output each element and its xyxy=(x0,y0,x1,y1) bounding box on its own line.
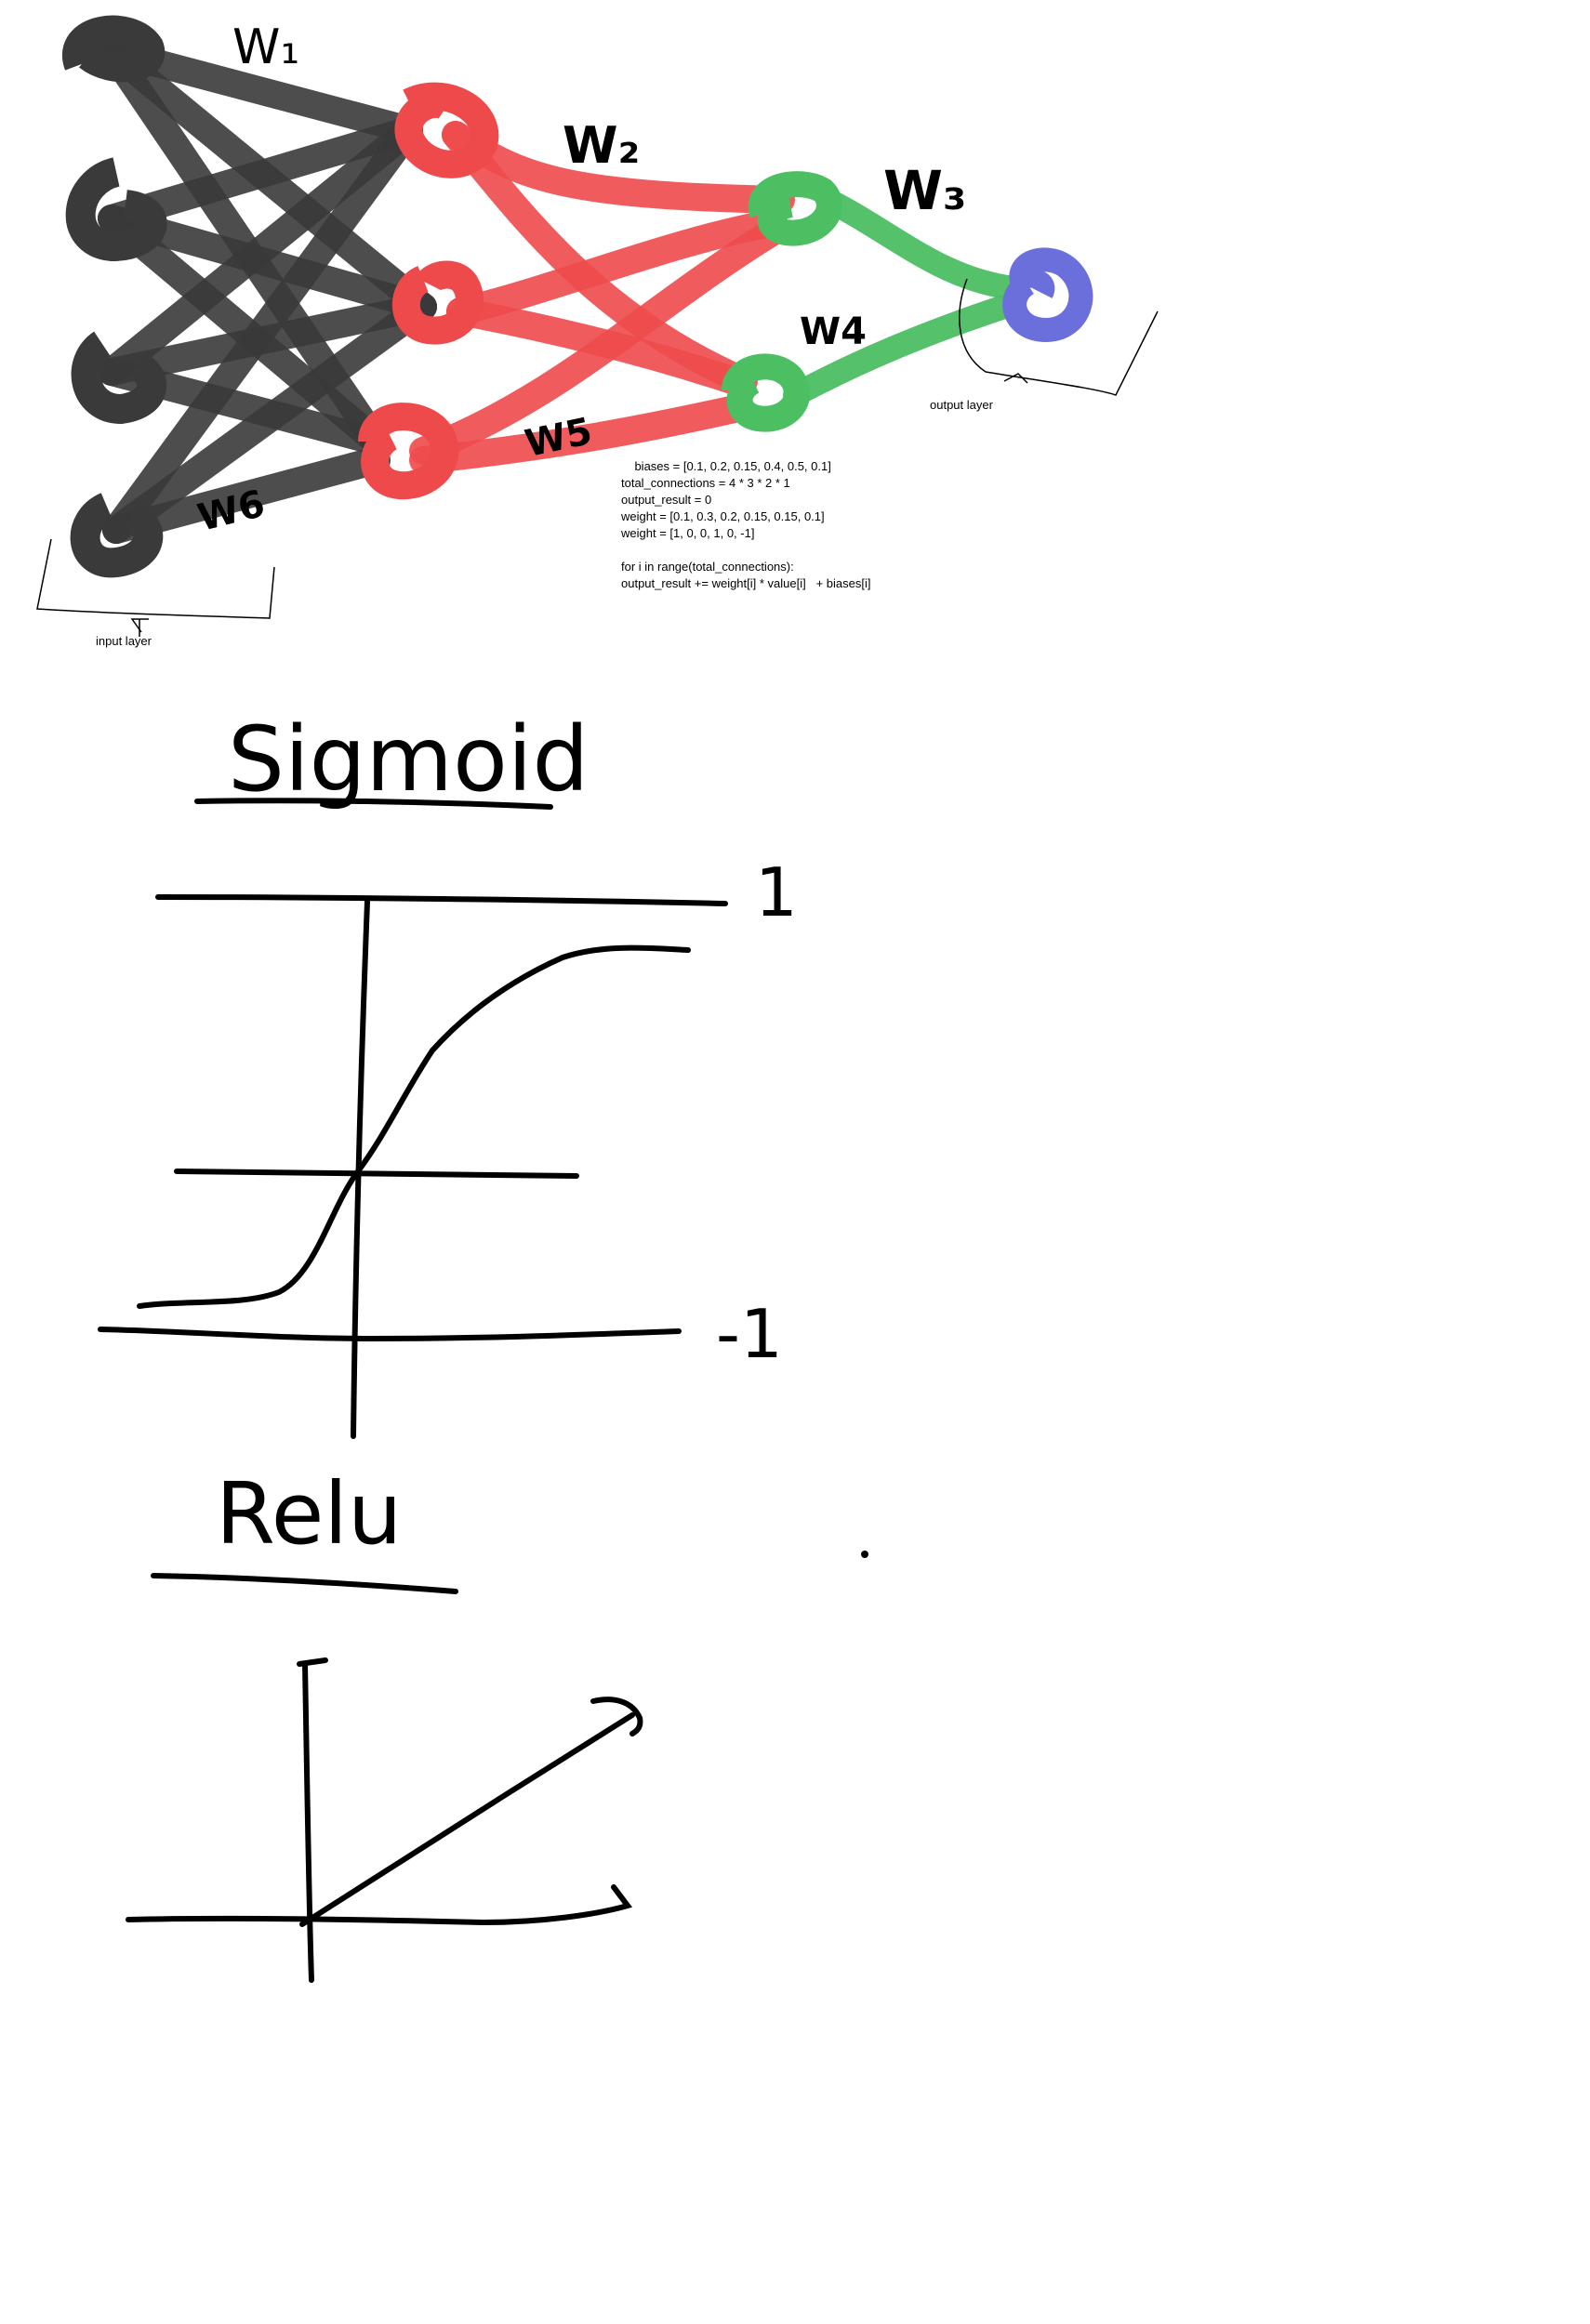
output-layer-bracket xyxy=(959,278,1159,396)
weight-label-w3: W₃ xyxy=(883,159,966,222)
stray-dot xyxy=(861,1551,868,1558)
sigmoid-section: Sigmoid 1 -1 xyxy=(98,707,798,1439)
output-layer-label: output layer xyxy=(930,398,994,412)
hidden2-to-output-connections xyxy=(783,188,1026,407)
relu-title-underline xyxy=(151,1573,458,1594)
sigmoid-upper-label: 1 xyxy=(755,853,798,931)
input-layer-label: input layer xyxy=(96,634,152,648)
relu-section: Relu xyxy=(126,1464,868,1983)
sigmoid-lower-label: -1 xyxy=(716,1295,783,1373)
sigmoid-title-underline xyxy=(194,798,553,810)
relu-line xyxy=(299,1712,635,1927)
relu-arrow-head xyxy=(590,1697,643,1736)
weight-label-w5: W5 xyxy=(522,410,596,466)
input-layer-nodes xyxy=(62,15,167,578)
input-layer-bracket xyxy=(36,538,275,637)
weight-label-w1: W₁ xyxy=(232,20,299,75)
relu-title: Relu xyxy=(216,1464,402,1564)
input-to-hidden1-connections xyxy=(98,37,437,544)
hidden2-node-1 xyxy=(748,171,843,246)
hidden-layer-2-nodes xyxy=(722,171,843,432)
code-line: total_connections = 4 * 3 * 2 * 1 xyxy=(621,476,790,490)
input-node-4 xyxy=(70,493,164,578)
relu-plot xyxy=(126,1657,643,1983)
relu-x-axis xyxy=(126,1884,633,1926)
relu-y-axis xyxy=(297,1657,328,1983)
code-block: biases = [0.1, 0.2, 0.15, 0.4, 0.5, 0.1]… xyxy=(620,459,870,590)
hidden1-node-3 xyxy=(358,403,459,500)
code-line: biases = [0.1, 0.2, 0.15, 0.4, 0.5, 0.1] xyxy=(621,459,831,473)
code-line: output_result += weight[i] * value[i] + … xyxy=(621,576,870,590)
code-line: for i in range(total_connections): xyxy=(621,560,794,574)
hidden2-node-2 xyxy=(722,353,810,432)
neural-network-diagram: W₁ W₂ W₃ W4 W5 W6 input layer output lay… xyxy=(36,15,1159,648)
sigmoid-y-axis xyxy=(351,899,370,1439)
code-line: output_result = 0 xyxy=(621,493,711,507)
sigmoid-plot xyxy=(98,894,728,1439)
sigmoid-middle-line xyxy=(174,1169,579,1179)
sigmoid-upper-bound-line xyxy=(155,894,728,906)
sigmoid-lower-bound-line xyxy=(98,1327,682,1342)
code-line: weight = [0.1, 0.3, 0.2, 0.15, 0.15, 0.1… xyxy=(620,509,825,523)
input-node-3 xyxy=(71,331,167,425)
hidden1-node-2 xyxy=(391,260,484,345)
weight-label-w6: W6 xyxy=(193,482,269,540)
hidden1-node-1 xyxy=(394,82,499,178)
output-node xyxy=(1002,247,1093,343)
input-node-2 xyxy=(65,157,167,262)
sigmoid-curve xyxy=(137,944,691,1309)
hidden-layer-1-nodes xyxy=(358,82,499,500)
output-layer-node xyxy=(1002,247,1093,343)
hidden1-to-hidden2-connections xyxy=(409,121,795,474)
weight-label-w4: W4 xyxy=(800,310,867,353)
weight-label-w2: W₂ xyxy=(563,116,640,175)
code-line: weight = [1, 0, 0, 1, 0, -1] xyxy=(620,526,754,540)
sigmoid-title: Sigmoid xyxy=(228,707,589,812)
input-node-1 xyxy=(62,15,165,83)
